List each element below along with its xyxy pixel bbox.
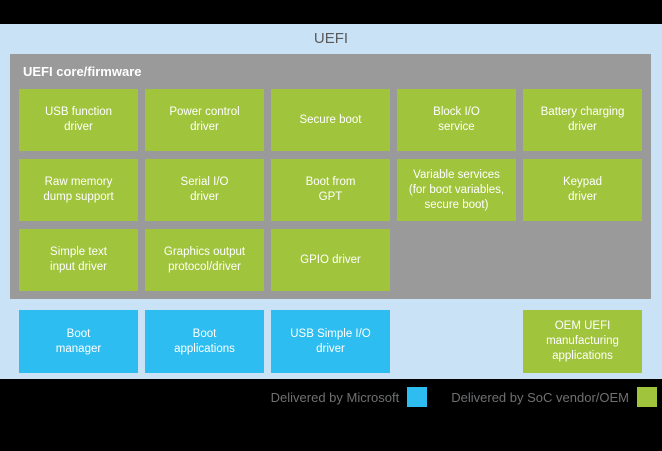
microsoft-color-swatch [407, 387, 428, 407]
legend-label-microsoft: Delivered by Microsoft [270, 389, 400, 405]
box-boot-manager: Boot manager [19, 310, 138, 373]
box-usb-function-driver: USB function driver [19, 89, 138, 151]
box-secure-boot: Secure boot [271, 89, 390, 151]
page-title: UEFI [313, 30, 349, 47]
uefi-panel: UEFI UEFI core/firmware USB function dri… [0, 24, 662, 379]
box-simple-text-input-driver: Simple text input driver [19, 229, 138, 291]
legend-item-soc-vendor-oem: Delivered by SoC vendor/OEM [451, 387, 657, 407]
soc-vendor-oem-color-swatch [637, 387, 657, 407]
legend-label-soc-vendor-oem: Delivered by SoC vendor/OEM [451, 389, 629, 405]
box-oem-uefi-manufacturing-applications: OEM UEFI manufacturing applications [523, 310, 642, 373]
box-block-i-o-service: Block I/O service [397, 89, 516, 151]
box-usb-simple-i-o-driver: USB Simple I/O driver [271, 310, 390, 373]
box-graphics-output-protocol-driver: Graphics output protocol/driver [145, 229, 264, 291]
box-gpio-driver: GPIO driver [271, 229, 390, 291]
box-variable-services-for-boot-variables-secure-boot: Variable services (for boot variables, s… [397, 159, 516, 221]
box-boot-from-gpt: Boot from GPT [271, 159, 390, 221]
box-battery-charging-driver: Battery charging driver [523, 89, 642, 151]
legend-item-microsoft: Delivered by Microsoft [271, 387, 428, 407]
box-raw-memory-dump-support: Raw memory dump support [19, 159, 138, 221]
box-keypad-driver: Keypad driver [523, 159, 642, 221]
legend: Delivered by Microsoft Delivered by SoC … [271, 379, 657, 415]
box-boot-applications: Boot applications [145, 310, 264, 373]
container-label: UEFI core/firmware [23, 64, 142, 79]
box-power-control-driver: Power control driver [145, 89, 264, 151]
box-serial-i-o-driver: Serial I/O driver [145, 159, 264, 221]
